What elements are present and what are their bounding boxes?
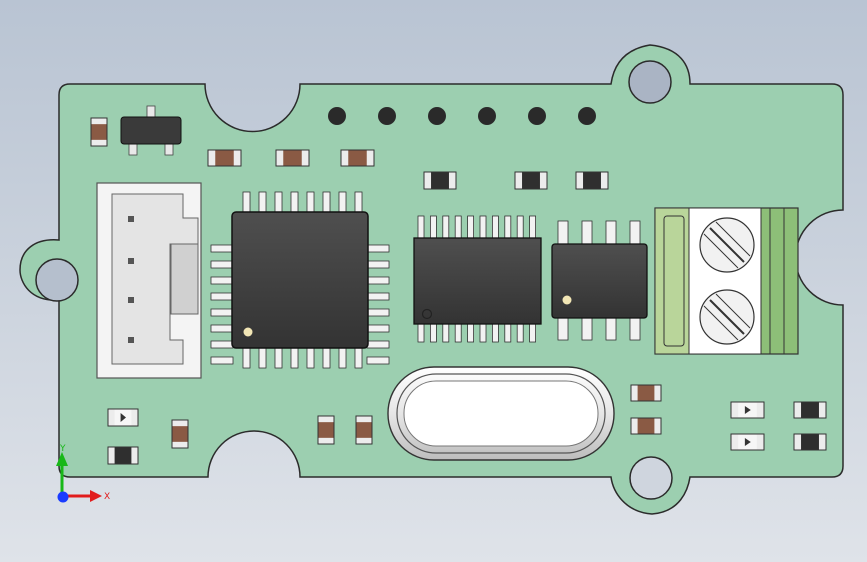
smd-resistor (90, 117, 108, 147)
z-axis-dot (57, 491, 69, 503)
passive-components (90, 117, 827, 465)
smd-capacitor (793, 433, 827, 451)
mounting-hole (629, 456, 673, 500)
smd-led (730, 433, 765, 451)
smd-resistor (207, 149, 242, 167)
jst-connector (96, 182, 202, 379)
smd-capacitor (514, 171, 548, 190)
smd-capacitor (575, 171, 609, 190)
smd-led (730, 401, 765, 419)
smd-led (107, 408, 139, 427)
mounting-hole (35, 258, 79, 302)
smd-resistor (275, 149, 310, 167)
screw-terminal-block (654, 207, 799, 355)
y-axis-label: Y (59, 444, 66, 454)
ssop-chip (413, 215, 542, 343)
soic8-chip (551, 220, 648, 341)
mounting-hole (628, 60, 672, 104)
smd-capacitor (793, 401, 827, 419)
x-axis-label: X (104, 492, 110, 502)
ssop-pins (417, 215, 536, 343)
smd-resistor (171, 419, 189, 449)
smd-capacitor (423, 171, 457, 190)
qfp-microcontroller (210, 191, 390, 369)
smd-resistor (317, 415, 335, 445)
coordinate-triad: Y X (56, 444, 110, 503)
header-pin-holes (328, 107, 596, 125)
smd-resistor (630, 384, 662, 402)
smd-resistor (340, 149, 375, 167)
smd-capacitor (107, 446, 139, 465)
smd-resistor (630, 417, 662, 435)
crystal-oscillator (387, 366, 615, 461)
smd-resistor (355, 415, 373, 445)
sot23-transistor (120, 105, 182, 156)
qfp-pins (210, 191, 390, 369)
